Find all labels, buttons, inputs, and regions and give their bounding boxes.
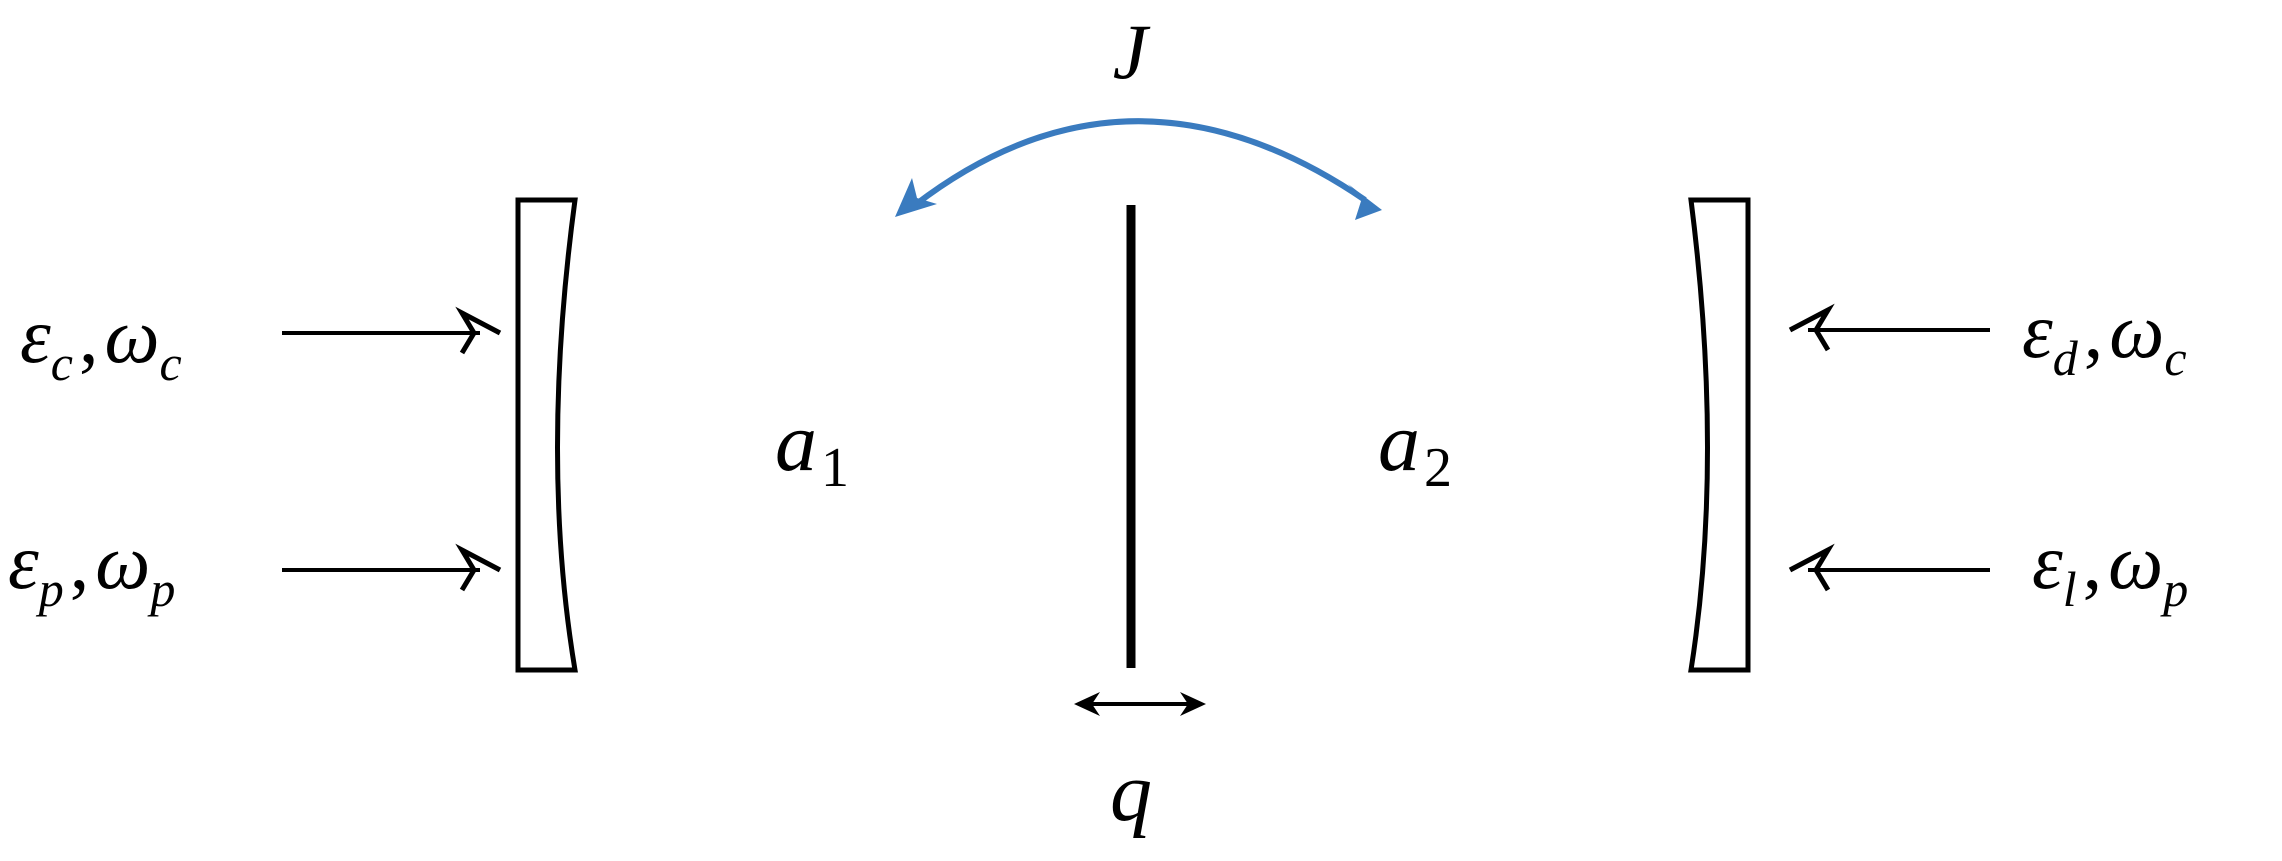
displacement-label: q — [1110, 746, 1152, 839]
right-control-drive-label: εd,ωc — [2022, 287, 2187, 386]
right-mirror — [1688, 197, 1751, 673]
left-mirror — [515, 197, 578, 673]
displacement-double-arrow — [1074, 692, 1206, 716]
mode-right-label: a2 — [1378, 396, 1452, 499]
coupling-label: J — [1113, 8, 1151, 95]
left-probe-input-arrow — [282, 543, 502, 592]
mode-left-label: a1 — [775, 396, 849, 499]
right-probe-input-arrow — [1788, 543, 1990, 592]
right-probe-drive-label: εl,ωp — [2032, 518, 2188, 617]
coupling-arrow — [895, 118, 1382, 220]
right-control-input-arrow — [1788, 303, 1990, 352]
left-control-drive-label: εc,ωc — [20, 292, 182, 391]
left-probe-drive-label: εp,ωp — [8, 518, 175, 617]
left-control-input-arrow — [282, 306, 502, 355]
